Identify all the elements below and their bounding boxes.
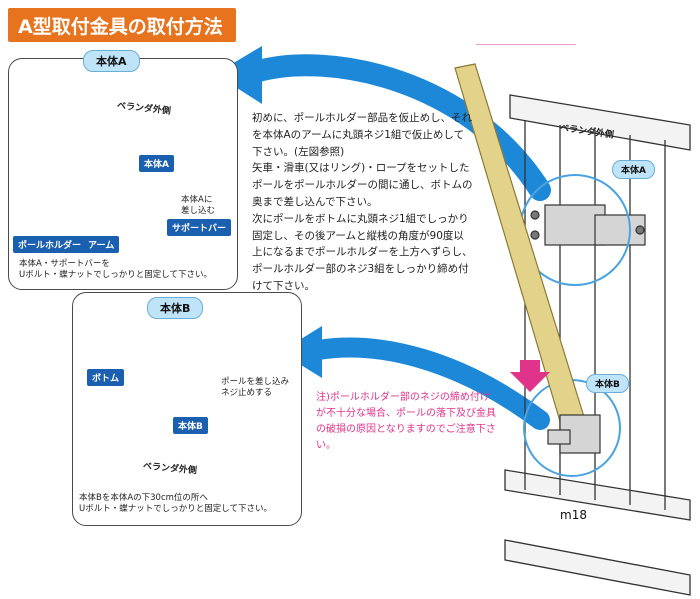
pink-down-arrow [510, 360, 550, 392]
arrow-to-panel-a [244, 54, 551, 201]
panel-b-label: 本体B [147, 297, 204, 319]
panel-a-tag-support-bar: サポートバー [167, 219, 232, 236]
panel-a-label: 本体A [83, 50, 140, 72]
panel-a-tag-pole-holder: ポールホルダー [13, 236, 87, 253]
right-tag-body-b: 本体B [586, 374, 629, 393]
arrow-head-a [215, 46, 262, 104]
right-bracket-a [530, 204, 646, 246]
instruction-step-2: 矢車・滑車(又はリング)・ロープをセットしたポールをポールホルダーの間に通し、ボ… [252, 162, 473, 208]
panel-b-railing-side-label: ベランダ外側 [142, 461, 198, 477]
panel-body-b: 本体B ボトム 本体B ポールを差し込み ネジ止めする ベランダ外側 本体Bを本… [72, 292, 302, 526]
panel-b-tag-body: 本体B [173, 417, 208, 434]
decorative-line [476, 44, 576, 45]
panel-body-a: 本体A ベランダ外側 本体A 本体Aに 差し込む ポールホルダー アーム サポー… [8, 50, 238, 290]
panel-a-insert-note: 本体Aに 差し込む [181, 195, 216, 217]
panel-a-tag-body: 本体A [139, 155, 174, 172]
caution-note: 注)ポールホルダー部のネジの締め付けが不十分な場合、ポールの落下及び金具の破損の… [316, 392, 496, 451]
right-bracket-b [547, 414, 601, 454]
panel-b-bottom-note: 本体Bを本体Aの下30cm位の所へ Uボルト・蝶ナットでしっかりと固定して下さい… [79, 493, 272, 515]
panel-b-tag-bottom: ボトム [87, 369, 125, 386]
panel-b-insert-note: ポールを差し込み ネジ止めする [221, 377, 290, 399]
instruction-step-3: 次にポールをボトムに丸頭ネジ1組でしっかり固定し、その後アームと縦桟の角度が90… [252, 212, 473, 292]
panel-a-tag-arm: アーム [83, 236, 120, 253]
right-tag-body-a: 本体A [612, 160, 655, 179]
page-title: A型取付金具の取付方法 [8, 8, 236, 42]
panel-a-bottom-note: 本体A・サポートバーを Uボルト・蝶ナットでしっかりと固定して下さい。 [19, 259, 212, 281]
panel-a-railing-side-label: ベランダ外側 [116, 101, 172, 117]
instructions-text: 初めに、ポールホルダー部品を仮止めし、それを本体Aのアームに丸頭ネジ1組で仮止め… [252, 110, 474, 295]
figure-code: m18 [560, 508, 587, 522]
arrow-to-panel-b [308, 337, 550, 430]
instruction-step-1: 初めに、ポールホルダー部品を仮止めし、それを本体Aのアームに丸頭ネジ1組で仮止め… [252, 112, 473, 158]
